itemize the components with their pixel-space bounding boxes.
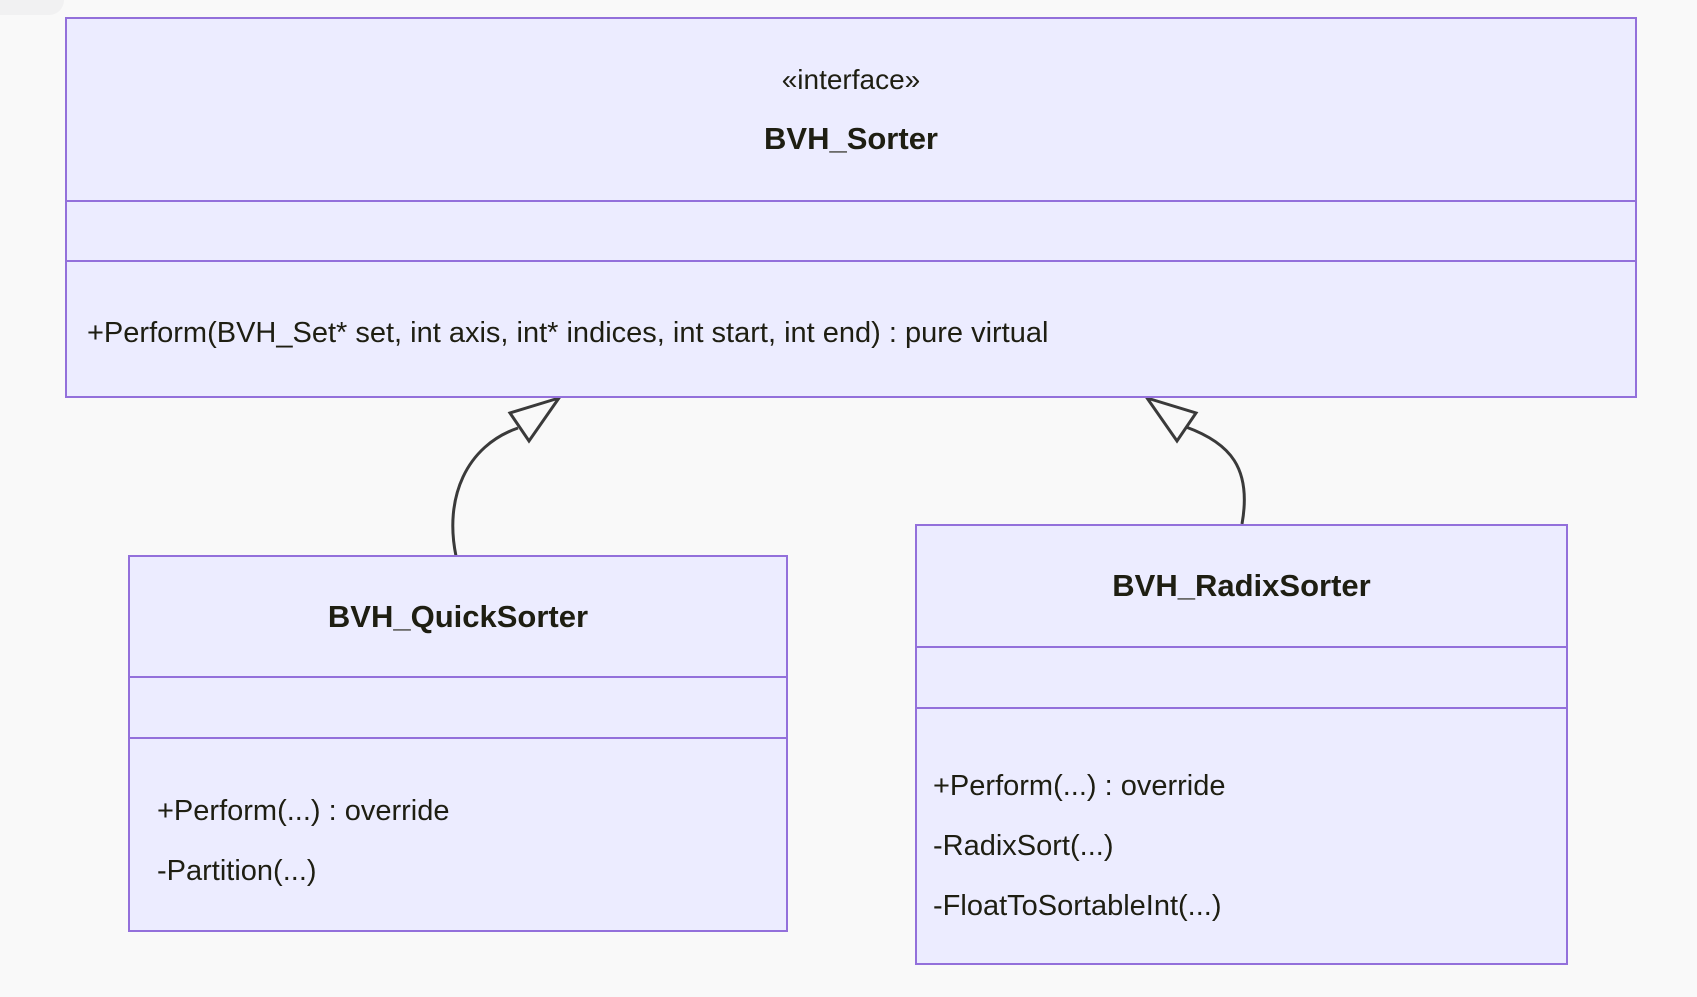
- attributes-compartment: [67, 200, 1635, 260]
- method-perform-override: +Perform(...) : override: [933, 770, 1226, 802]
- stereotype-label: «interface»: [781, 63, 921, 95]
- method-perform-signature: +Perform(BVH_Set* set, int axis, int* in…: [87, 317, 1049, 349]
- realization-edge-quicksorter: [451, 426, 519, 557]
- title-compartment: BVH_RadixSorter: [917, 526, 1566, 646]
- class-box-bvh-quicksorter: BVH_QuickSorter +Perform(...) : override…: [128, 555, 788, 932]
- class-box-bvh-radixsorter: BVH_RadixSorter +Perform(...) : override…: [915, 524, 1568, 965]
- methods-compartment: +Perform(...) : override -RadixSort(...)…: [917, 707, 1566, 963]
- attributes-compartment: [130, 676, 786, 737]
- realization-edge-radixsorter: [1185, 425, 1246, 525]
- method-floattosortableint: -FloatToSortableInt(...): [933, 890, 1222, 922]
- method-radixsort: -RadixSort(...): [933, 830, 1114, 862]
- class-name-bvh-sorter: BVH_Sorter: [764, 120, 938, 156]
- methods-compartment: +Perform(...) : override -Partition(...): [130, 737, 786, 930]
- attributes-compartment: [917, 646, 1566, 707]
- method-perform-override: +Perform(...) : override: [157, 794, 450, 827]
- class-box-bvh-sorter: «interface» BVH_Sorter +Perform(BVH_Set*…: [65, 17, 1637, 398]
- title-compartment: «interface» BVH_Sorter: [67, 19, 1635, 200]
- class-name-bvh-quicksorter: BVH_QuickSorter: [327, 598, 589, 634]
- title-compartment: BVH_QuickSorter: [130, 557, 786, 676]
- class-name-bvh-radixsorter: BVH_RadixSorter: [1112, 568, 1371, 603]
- realization-arrowhead-radixsorter: [1143, 395, 1199, 444]
- method-partition: -Partition(...): [157, 854, 317, 887]
- methods-compartment: +Perform(BVH_Set* set, int axis, int* in…: [67, 260, 1635, 396]
- window-corner-artifact: [0, 0, 64, 15]
- realization-arrowhead-quicksorter: [507, 395, 563, 444]
